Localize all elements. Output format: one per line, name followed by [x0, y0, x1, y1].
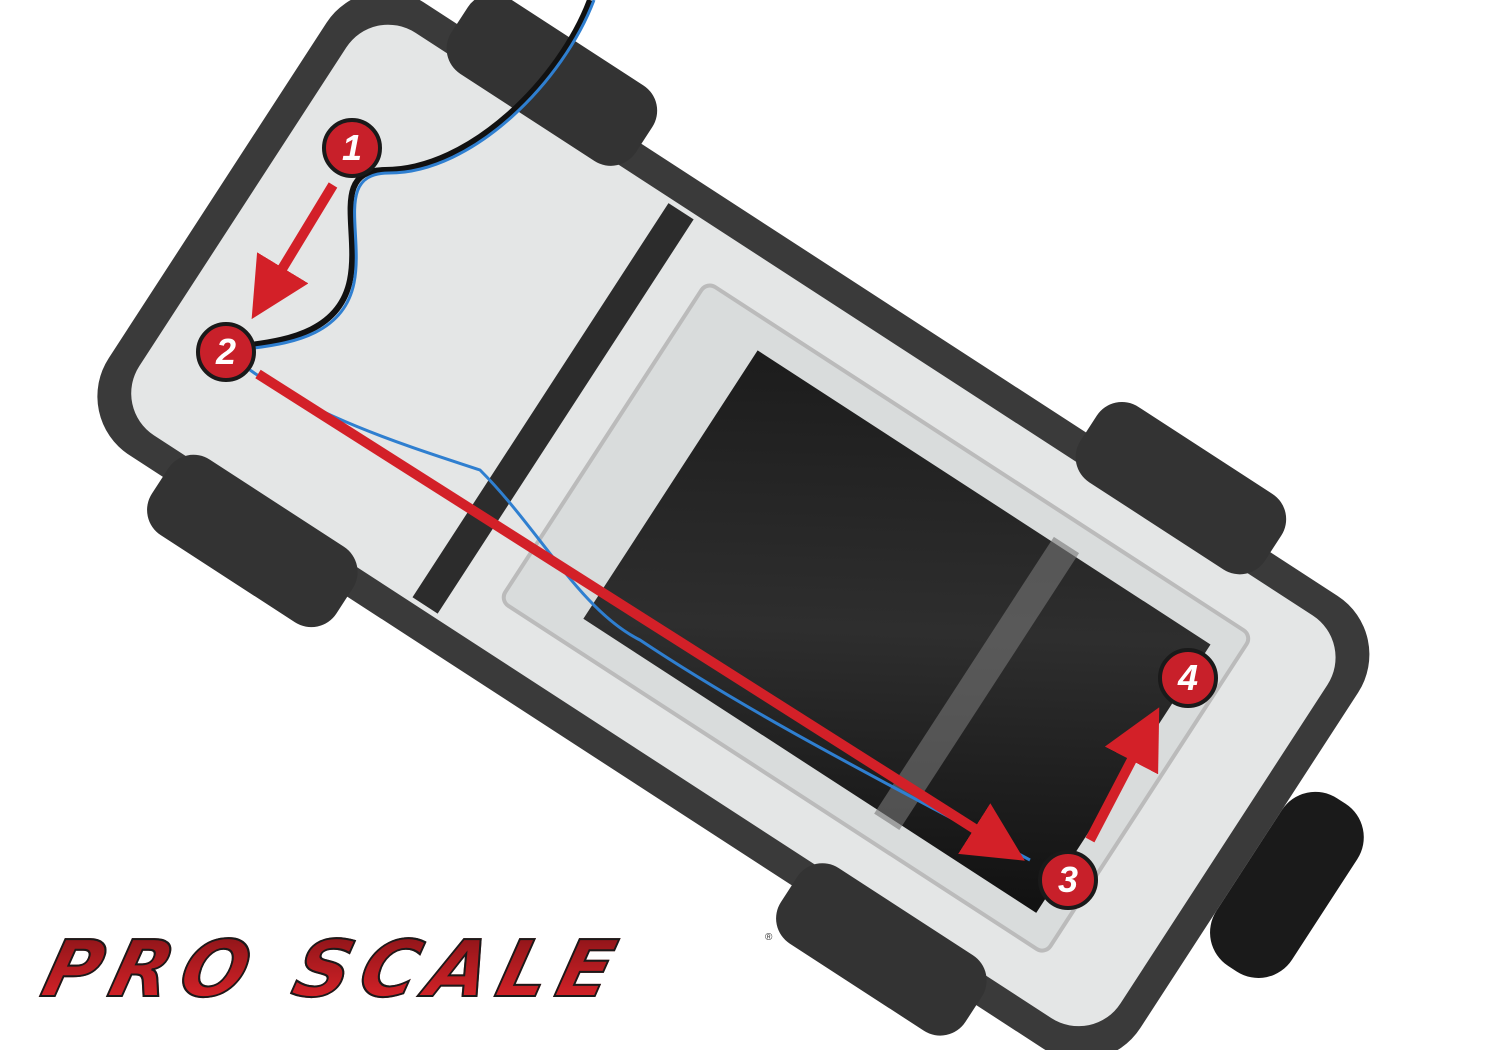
pro-scale-logo: PRO SCALE ® [33, 924, 785, 1016]
step-marker-4: 4 [1158, 648, 1218, 708]
step-number: 4 [1158, 648, 1218, 708]
wire-harness-blue [253, 0, 596, 350]
truck-body [97, 0, 1370, 1055]
logo-text: PRO SCALE [33, 924, 635, 1016]
arrow-step2-to-3 [255, 369, 1025, 861]
step-number: 1 [322, 118, 382, 178]
step-number: 2 [196, 322, 256, 382]
step-marker-3: 3 [1038, 850, 1098, 910]
registered-mark: ® [765, 932, 773, 943]
wire-run-blue [249, 368, 1031, 862]
arrow-step1-to-2 [251, 182, 338, 320]
step-marker-1: 1 [322, 118, 382, 178]
wire-harness-black [249, 0, 593, 348]
step-marker-2: 2 [196, 322, 256, 382]
step-number: 3 [1038, 850, 1098, 910]
arrow-step3-to-4 [1085, 707, 1160, 843]
